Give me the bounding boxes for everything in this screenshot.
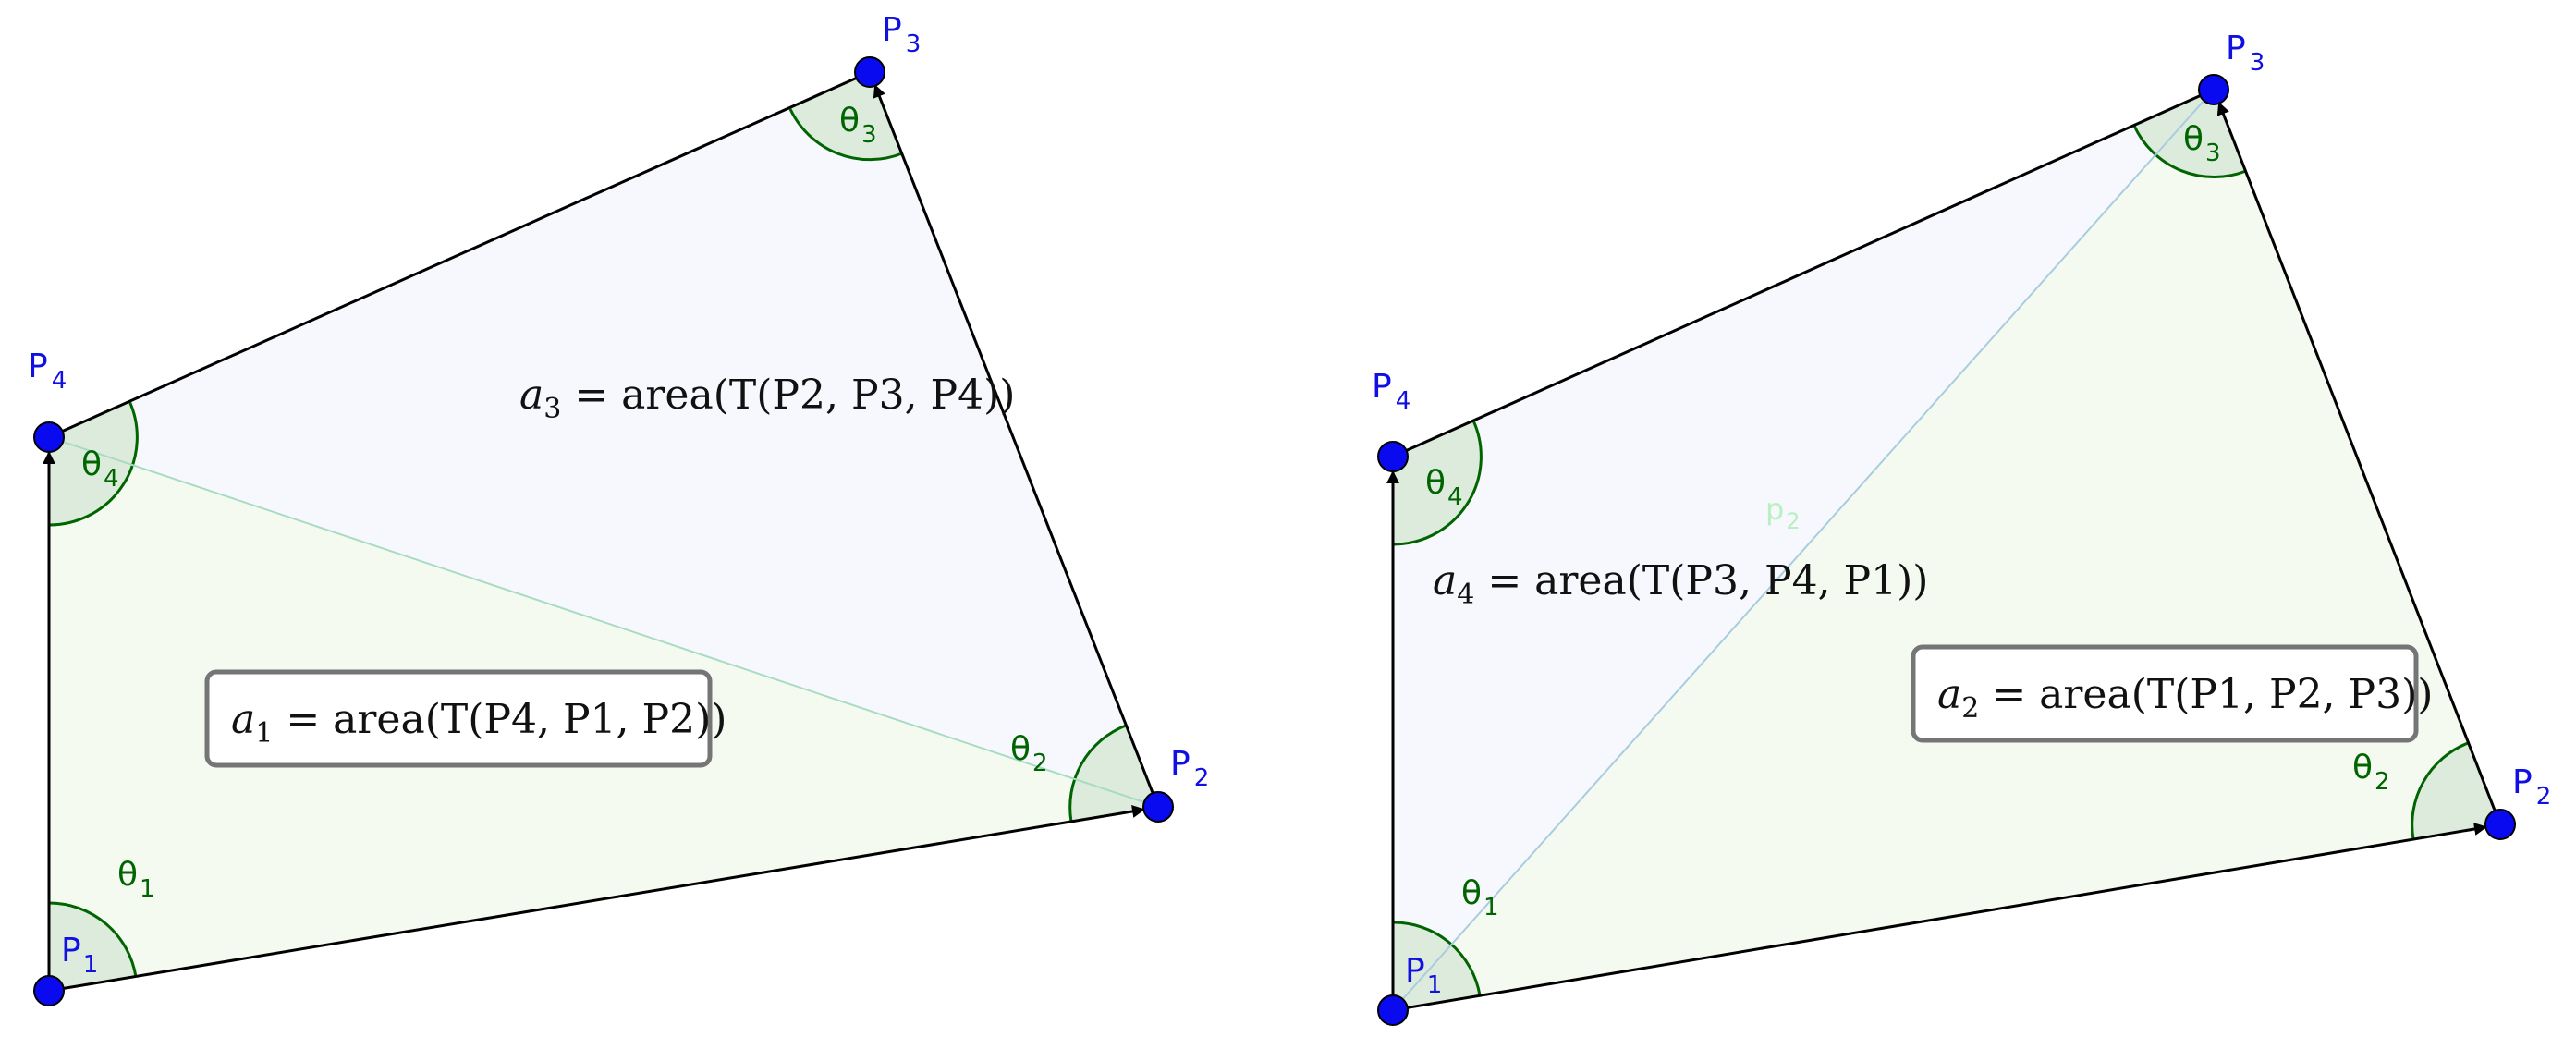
right-label-theta2: θ2 (2352, 749, 2390, 796)
right-point-p2[interactable] (2484, 809, 2516, 840)
right-triangle-a2-region (1393, 90, 2500, 1010)
left-label-theta3: θ3 (839, 102, 877, 149)
left-point-p3[interactable] (854, 56, 885, 88)
right-label-theta1: θ1 (1461, 874, 1499, 921)
right-diagonal-label: p2 (1765, 492, 1801, 534)
right-label-theta4: θ4 (1425, 464, 1463, 511)
left-label-theta1: θ1 (117, 856, 155, 903)
right-edge-p3-p4 (1392, 88, 2215, 458)
left-formula-a3: a3 = area(T(P2, P3, P4)) (519, 372, 1015, 425)
right-label-p1: P1 (1405, 952, 1442, 999)
right-edge-p1-p2 (1392, 823, 2487, 1012)
right-point-p1[interactable] (1377, 994, 1409, 1026)
left-edge-p3-p4 (48, 70, 871, 439)
right-formula-a2-box (1911, 644, 2419, 743)
right-edge-p2-p3 (2216, 102, 2502, 825)
left-label-p1: P1 (61, 932, 98, 979)
left-point-p1[interactable] (33, 975, 65, 1006)
left-point-p4[interactable] (33, 421, 65, 453)
right-angle-sector-1 (1393, 921, 1480, 1010)
left-label-theta4: θ4 (81, 445, 119, 493)
right-label-theta3: θ3 (2183, 120, 2221, 167)
left-triangle-a3-region (49, 72, 1158, 807)
right-formula-a4: a4 = area(T(P3, P4, P1)) (1433, 557, 1928, 611)
right-formula-a2: a2 = area(T(P1, P2, P3)) (1937, 671, 2433, 725)
left-label-theta2: θ2 (1010, 730, 1048, 777)
left-formula-a1-box (204, 669, 713, 768)
right-point-p3[interactable] (2198, 74, 2229, 105)
left-edge-p2-p3 (873, 84, 1160, 808)
right-angle-arc-1 (1392, 921, 1482, 996)
right-diagonal-p1-p3 (1392, 89, 2215, 1011)
left-formula-a1: a1 = area(T(P4, P1, P2)) (231, 696, 726, 750)
left-point-p2[interactable] (1142, 791, 1174, 823)
left-angle-arc-4 (48, 400, 139, 527)
left-angle-arc-3 (788, 108, 903, 162)
right-point-p4[interactable] (1377, 441, 1409, 472)
right-angle-arc-4 (1392, 420, 1483, 546)
left-edge-p1-p2 (48, 805, 1145, 993)
left-diagonal-p4-p2 (48, 436, 1159, 808)
left-angle-sector-1 (49, 902, 136, 991)
left-angle-arc-2 (1068, 724, 1127, 823)
left-angle-arc-1 (48, 901, 138, 978)
right-angle-arc-3 (2132, 125, 2247, 178)
right-angle-arc-2 (2411, 741, 2469, 840)
